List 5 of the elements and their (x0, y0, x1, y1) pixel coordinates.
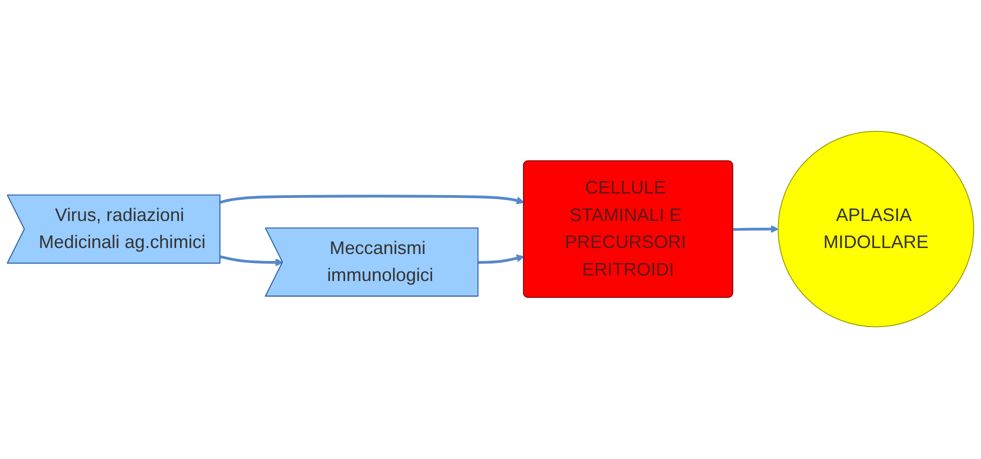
node-circle: APLASIA MIDOLLARE (778, 131, 974, 328)
arrow (478, 254, 524, 264)
arrow (220, 195, 524, 205)
arrow (220, 256, 284, 267)
arrow (733, 226, 779, 234)
